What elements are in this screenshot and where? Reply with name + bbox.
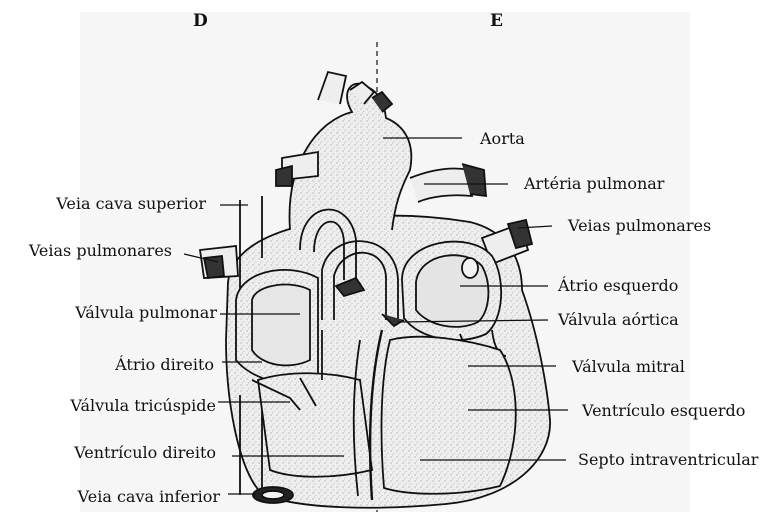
label-veias-pulmonares-right: Veias pulmonares (28, 241, 172, 260)
label-ventriculo-direito: Ventrículo direito (73, 443, 216, 462)
label-valvula-pulmonar: Válvula pulmonar (74, 303, 217, 322)
label-atrio-esquerdo: Átrio esquerdo (557, 275, 678, 295)
label-veia-cava-superior: Veia cava superior (55, 194, 206, 213)
label-veias-pulmonares-left: Veias pulmonares (567, 216, 711, 235)
label-septo-intraventricular: Septo intraventricular (578, 450, 759, 469)
label-arteria-pulmonar: Artéria pulmonar (523, 174, 665, 193)
label-ventriculo-esquerdo: Ventrículo esquerdo (581, 401, 745, 420)
side-label-right: D (193, 11, 208, 31)
label-veia-cava-inferior: Veia cava inferior (77, 487, 221, 506)
label-atrio-direito: Átrio direito (114, 354, 214, 374)
side-label-left: E (490, 11, 503, 31)
label-valvula-mitral: Válvula mitral (571, 357, 685, 376)
label-valvula-tricuspide: Válvula tricúspide (69, 396, 216, 415)
label-valvula-aortica: Válvula aórtica (557, 310, 679, 329)
label-aorta: Aorta (479, 129, 525, 148)
left-ventricle-chamber (382, 337, 516, 494)
